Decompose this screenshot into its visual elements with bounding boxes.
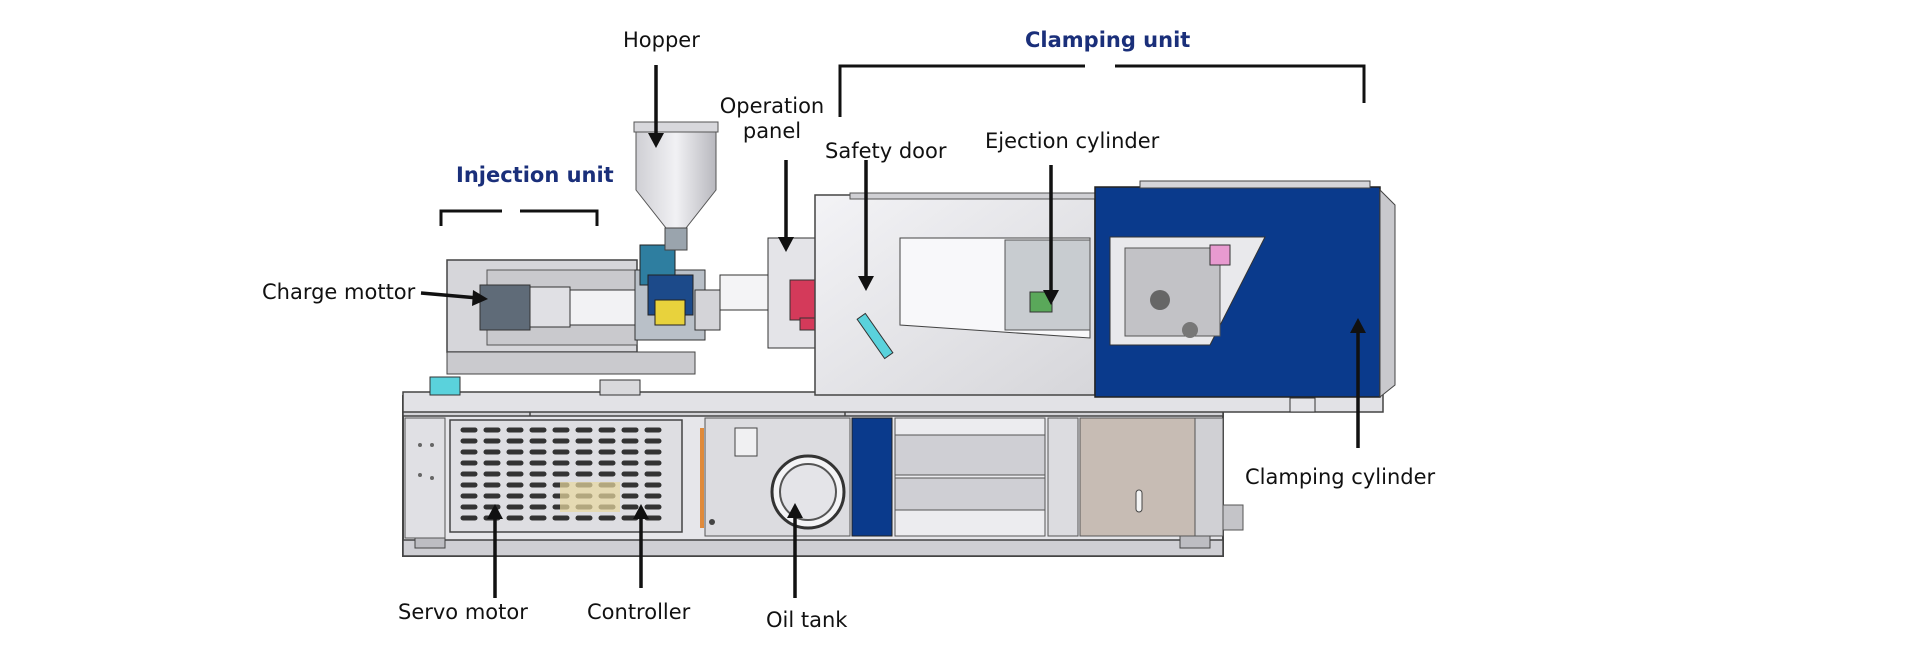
operation-panel-label: Operation panel xyxy=(719,94,825,144)
safety-door-label: Safety door xyxy=(825,139,947,163)
injection-unit-body xyxy=(429,244,776,396)
oil-tank-label: Oil tank xyxy=(766,608,848,632)
oil-tank-housing xyxy=(704,417,851,537)
servo-motor-label: Servo motor xyxy=(398,600,528,624)
injection-unit-bracket xyxy=(439,209,599,226)
clamping-unit-bracket xyxy=(838,64,1366,117)
clamping-unit-label: Clamping unit xyxy=(1025,28,1191,52)
injection-unit-label: Injection unit xyxy=(456,163,614,187)
label-arrows xyxy=(420,65,1366,598)
hopper-label: Hopper xyxy=(623,28,700,52)
clamp-base xyxy=(851,417,1244,537)
hopper-shape xyxy=(633,121,719,251)
clamping-blue-housing xyxy=(1094,180,1396,413)
controller-label: Controller xyxy=(587,600,691,624)
clamping-cylinder-label: Clamping cylinder xyxy=(1245,465,1436,489)
charge-motor-label: Charge mottor xyxy=(262,280,416,304)
ejection-cylinder-label: Ejection cylinder xyxy=(985,129,1160,153)
servo-cabinet xyxy=(404,417,704,539)
